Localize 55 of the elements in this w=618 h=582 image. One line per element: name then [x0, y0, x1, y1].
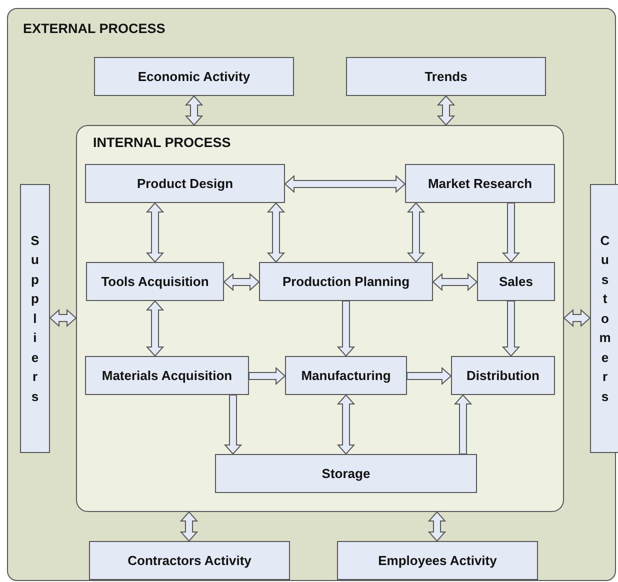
box-label: Tools Acquisition [101, 274, 209, 289]
process-box [259, 262, 433, 301]
box-label: Market Research [428, 176, 532, 191]
block-arrow [336, 394, 356, 455]
box-label: Employees Activity [378, 553, 497, 568]
block-arrow [49, 308, 77, 328]
process-box [89, 541, 290, 580]
panel-title: INTERNAL PROCESS [93, 135, 231, 150]
process-box [337, 541, 538, 580]
box-label: Product Design [136, 176, 234, 191]
process-box [86, 262, 224, 301]
block-arrow [266, 202, 286, 263]
block-arrow [502, 300, 520, 357]
block-arrow [454, 394, 472, 454]
block-arrow [502, 202, 520, 263]
block-arrow [180, 511, 198, 542]
block-arrow [184, 95, 204, 126]
process-box [85, 356, 249, 395]
outer-process-panel [7, 8, 616, 581]
inner-process-panel [76, 125, 564, 512]
block-arrow [146, 300, 164, 357]
process-box [285, 356, 407, 395]
block-arrow [428, 511, 446, 542]
box-label: Trends [424, 69, 468, 84]
box-label: Storage [322, 466, 370, 481]
block-arrow [284, 174, 406, 194]
block-arrow [432, 272, 478, 292]
box-label: Production Planning [282, 274, 410, 289]
block-arrow [223, 272, 260, 292]
process-box [477, 262, 555, 301]
vertical-box [590, 184, 618, 453]
vertical-label: Suppliers [30, 232, 48, 406]
block-arrow [563, 308, 591, 328]
box-label: Contractors Activity [128, 553, 252, 568]
vertical-label: Customers [598, 232, 618, 406]
block-arrow [406, 366, 452, 386]
process-box [405, 164, 555, 203]
box-label: Economic Activity [138, 69, 250, 84]
process-box [451, 356, 555, 395]
process-box [85, 164, 285, 203]
process-box [94, 57, 294, 96]
box-label: Materials Acquisition [102, 368, 232, 383]
block-arrow [248, 366, 286, 386]
process-box [346, 57, 546, 96]
block-arrow [436, 95, 456, 126]
block-arrow [406, 202, 426, 263]
block-arrow [146, 202, 164, 263]
box-label: Manufacturing [301, 368, 391, 383]
box-label: Distribution [466, 368, 540, 383]
block-arrow [224, 394, 242, 455]
block-arrow [336, 300, 356, 357]
process-box [215, 454, 477, 493]
panel-title: EXTERNAL PROCESS [23, 21, 166, 36]
vertical-box [20, 184, 50, 453]
box-label: Sales [499, 274, 533, 289]
